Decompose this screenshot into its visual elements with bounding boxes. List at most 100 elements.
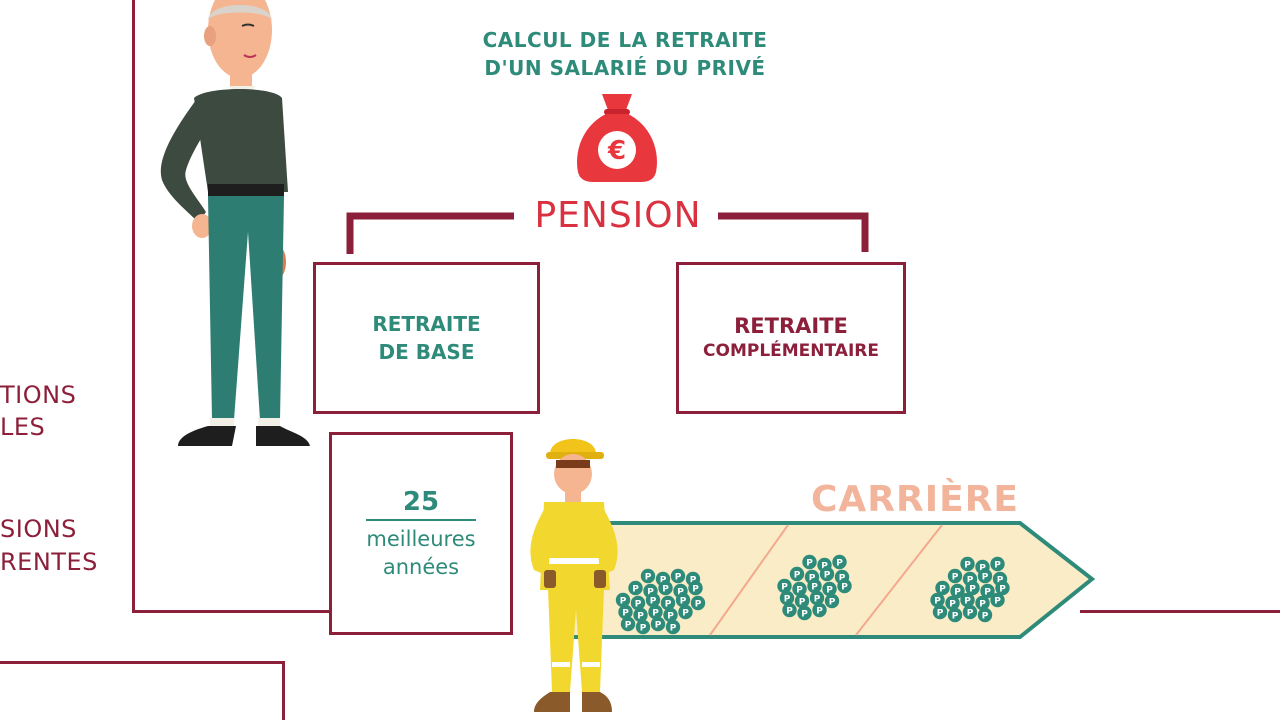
svg-text:P: P [982, 573, 989, 583]
point-coin-icon: P [675, 592, 691, 608]
svg-text:P: P [692, 585, 699, 595]
svg-text:P: P [655, 621, 662, 631]
point-coin-icon: P [792, 581, 807, 597]
point-coin-icon: P [670, 568, 686, 584]
svg-text:P: P [821, 562, 828, 572]
svg-text:P: P [967, 609, 974, 619]
left-text-line4: RENTES [0, 548, 98, 576]
point-coin-icon: P [779, 590, 795, 606]
point-coin-icon: P [819, 566, 835, 582]
svg-text:P: P [984, 588, 991, 598]
svg-text:P: P [622, 609, 629, 619]
point-coin-icon: P [990, 556, 1005, 572]
frame-bottom-right [1080, 610, 1280, 613]
retraite-base-line2: DE BASE [378, 340, 475, 364]
svg-text:P: P [667, 612, 674, 622]
point-coin-icon: P [688, 580, 703, 596]
svg-text:P: P [682, 609, 689, 619]
svg-text:P: P [781, 583, 788, 593]
svg-text:P: P [824, 571, 831, 581]
svg-text:P: P [994, 561, 1001, 571]
point-coin-icon: P [628, 580, 643, 596]
point-coin-icon: P [995, 580, 1010, 596]
frame-left-vertical [132, 0, 135, 613]
point-coin-icon: P [932, 604, 948, 620]
point-coin-icon: P [620, 616, 636, 632]
career-divider-2 [855, 524, 943, 636]
point-coin-icon: P [962, 604, 978, 620]
svg-text:P: P [949, 600, 956, 610]
point-coin-icon: P [837, 578, 852, 594]
point-coin-icon: P [960, 592, 975, 608]
lower-box-right [282, 661, 285, 720]
point-coin-icon: P [645, 592, 661, 608]
svg-text:P: P [982, 612, 989, 622]
svg-text:P: P [799, 598, 806, 608]
svg-text:P: P [660, 576, 667, 586]
point-coin-icon: P [824, 593, 840, 609]
svg-text:P: P [811, 583, 818, 593]
point-coin-icon: P [809, 590, 825, 606]
point-coin-icon: P [633, 607, 648, 623]
point-coin-icon: P [990, 592, 1005, 608]
point-coin-icon: P [615, 592, 631, 608]
svg-text:P: P [637, 612, 644, 622]
best-years-box: 25 meilleures années [329, 432, 513, 635]
point-coin-icon: P [947, 607, 963, 623]
svg-text:P: P [969, 585, 976, 595]
svg-text:P: P [999, 585, 1006, 595]
svg-text:P: P [839, 574, 846, 584]
retraite-base-box: RETRAITE DE BASE [313, 262, 540, 414]
svg-text:P: P [786, 607, 793, 617]
euro-icon: € [607, 136, 626, 166]
best-years-line1: meilleures [366, 526, 476, 551]
svg-text:P: P [954, 588, 961, 598]
svg-text:P: P [675, 573, 682, 583]
point-coin-icon: P [930, 592, 945, 608]
svg-text:P: P [937, 609, 944, 619]
svg-text:P: P [784, 595, 791, 605]
point-coin-icon: P [690, 595, 706, 611]
svg-text:P: P [967, 576, 974, 586]
title-line1: CALCUL DE LA RETRAITE [482, 28, 768, 52]
point-coin-icon: P [947, 568, 963, 584]
svg-text:P: P [665, 600, 672, 610]
point-coin-icon: P [965, 580, 980, 596]
best-years-number: 25 [366, 487, 476, 521]
point-coin-icon: P [678, 604, 693, 620]
svg-text:P: P [841, 583, 848, 593]
point-coin-icon: P [797, 605, 812, 621]
point-coin-icon: P [777, 578, 792, 594]
point-coin-icon: P [665, 619, 681, 635]
point-coin-icon: P [945, 595, 960, 611]
svg-text:P: P [809, 574, 816, 584]
title-line2: D'UN SALARIÉ DU PRIVÉ [484, 56, 766, 80]
left-text-line3: SIONS [0, 515, 77, 543]
svg-text:P: P [934, 597, 941, 607]
svg-text:P: P [964, 597, 971, 607]
point-coin-icon: P [977, 607, 993, 623]
svg-text:P: P [650, 597, 657, 607]
pension-label: PENSION [534, 195, 702, 236]
svg-text:P: P [806, 559, 813, 569]
career-label: CARRIÈRE [810, 479, 1020, 520]
svg-text:P: P [979, 600, 986, 610]
svg-text:P: P [964, 561, 971, 571]
point-coin-icon: P [648, 604, 663, 620]
point-coin-icon: P [794, 593, 810, 609]
point-coin-icon: P [977, 568, 993, 584]
svg-text:P: P [979, 564, 986, 574]
point-coin-icon: P [658, 580, 673, 596]
svg-text:P: P [690, 576, 697, 586]
svg-text:P: P [952, 612, 959, 622]
point-coin-icon: P [782, 602, 797, 618]
pension-bracket [346, 212, 869, 254]
svg-text:P: P [814, 595, 821, 605]
svg-text:P: P [680, 597, 687, 607]
point-coin-icon: P [822, 581, 837, 597]
point-coin-icon: P [812, 602, 827, 618]
retraite-complementaire-box: RETRAITE COMPLÉMENTAIRE [676, 262, 906, 414]
point-coin-icon: P [650, 616, 666, 632]
svg-text:P: P [632, 585, 639, 595]
retraite-base-line1: RETRAITE [372, 312, 481, 336]
